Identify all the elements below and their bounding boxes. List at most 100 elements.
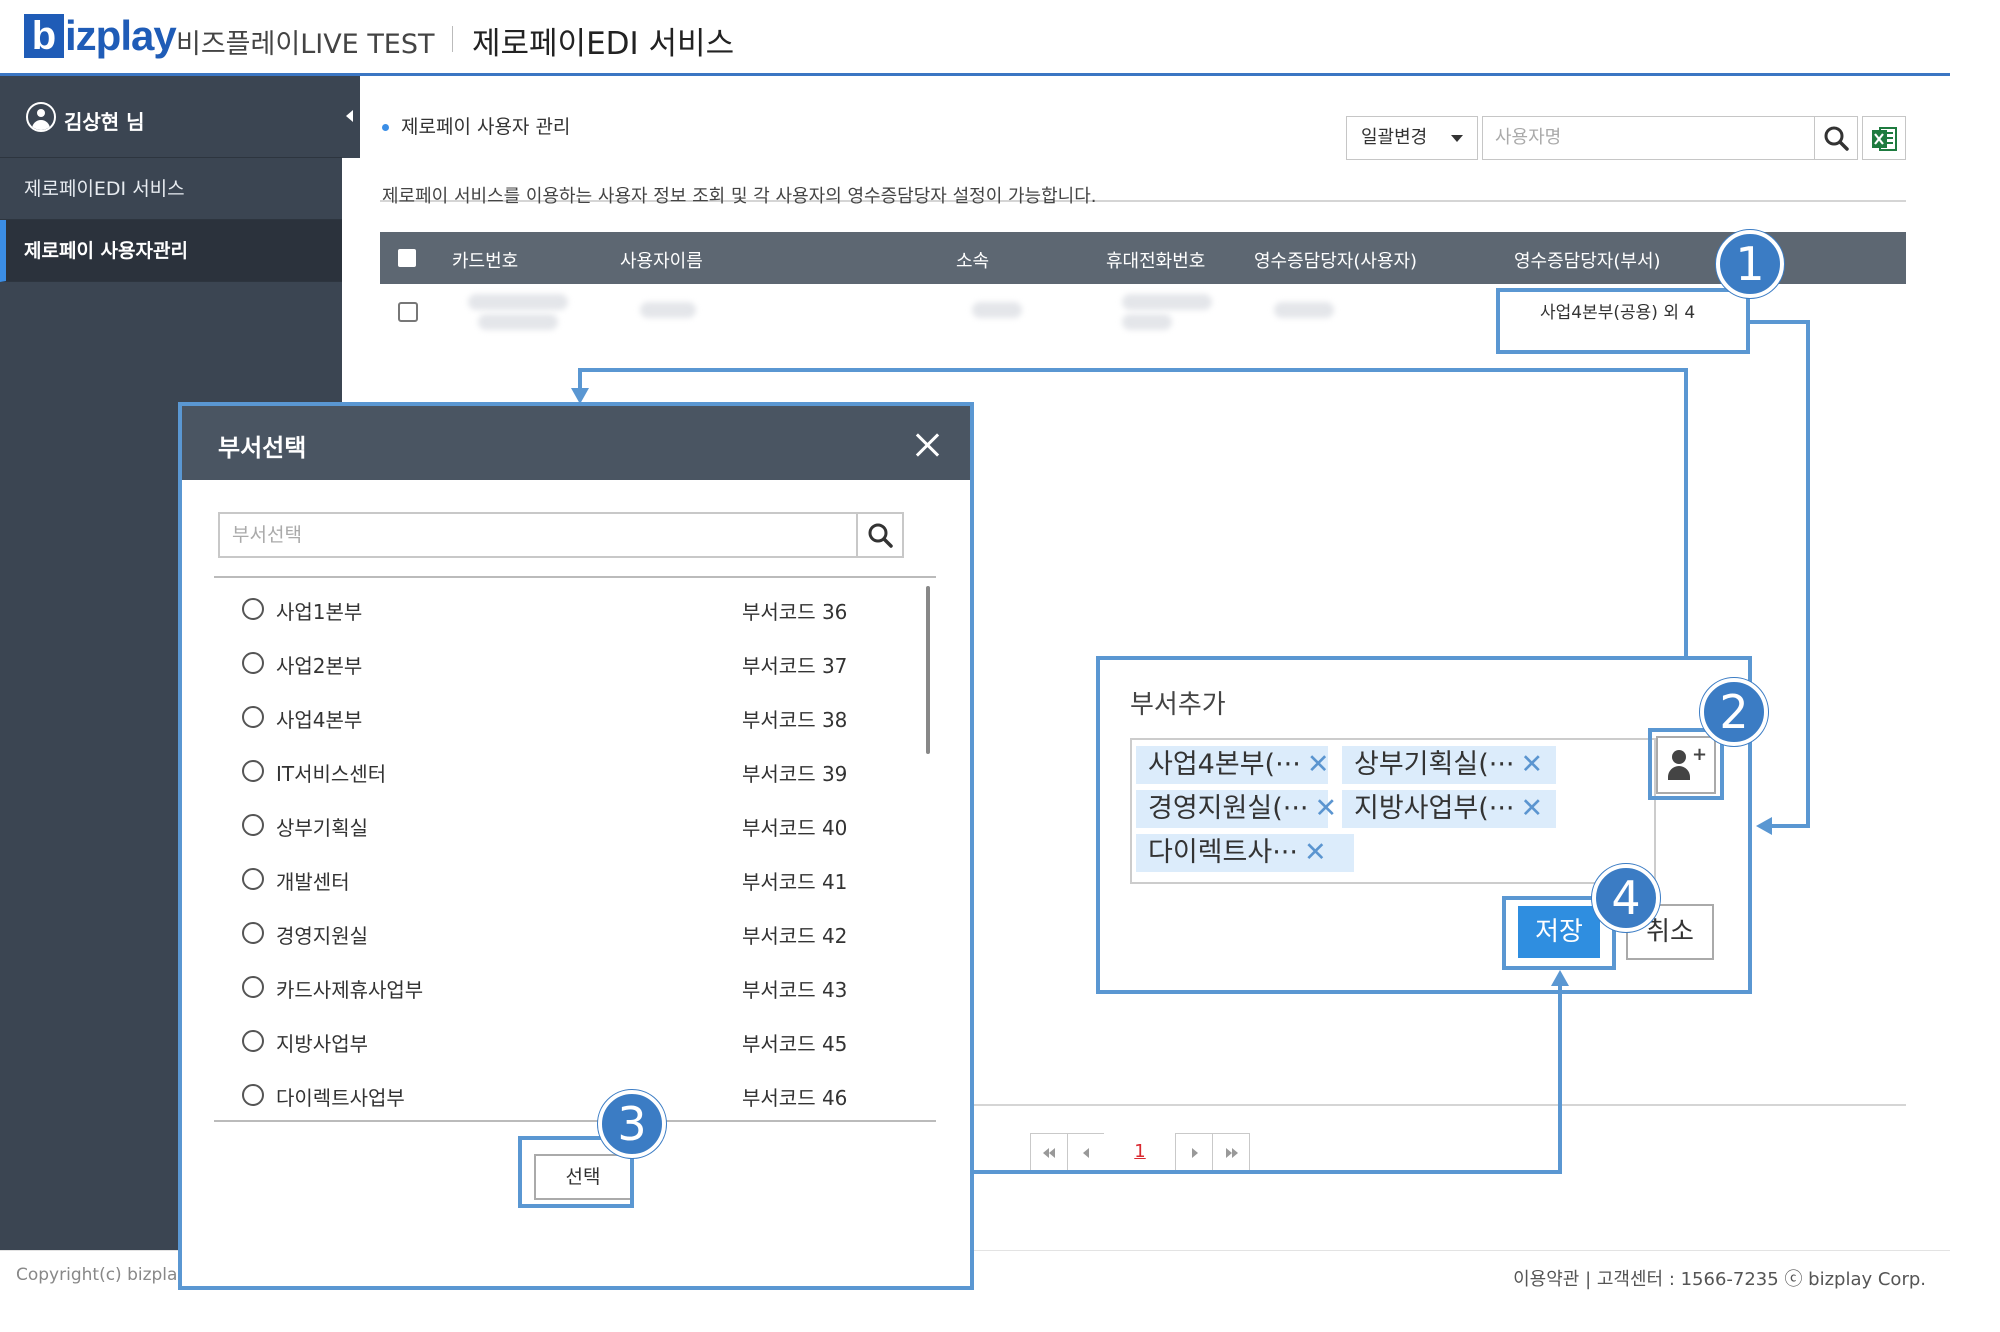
sidebar-item-user-management[interactable]: 제로페이 사용자관리 xyxy=(0,220,342,282)
connector xyxy=(1748,320,1810,324)
dept-list-item[interactable]: 지방사업부 부서코드 45 xyxy=(242,1026,882,1062)
step-badge-4: 4 xyxy=(1592,864,1660,932)
dept-list-item[interactable]: 경영지원실 부서코드 42 xyxy=(242,918,882,954)
dept-list-item[interactable]: 사업4본부 부서코드 38 xyxy=(242,702,882,738)
dept-code: 부서코드 45 xyxy=(742,1032,848,1056)
dept-name: 상부기획실 xyxy=(276,816,368,840)
double-chevron-right-icon xyxy=(1226,1148,1232,1158)
dept-chip-label: 경영지원실(··· xyxy=(1148,793,1309,824)
remove-icon[interactable]: ✕ xyxy=(1306,749,1330,780)
col-affiliation: 소속 xyxy=(956,251,990,272)
table-bottom-divider xyxy=(882,1104,1906,1106)
remove-icon[interactable]: ✕ xyxy=(1303,837,1327,868)
add-department-title: 부서추가 xyxy=(1130,690,1226,720)
dept-list-item[interactable]: 상부기획실 부서코드 40 xyxy=(242,810,882,846)
copyright-text: Copyright(c) bizplay xyxy=(16,1265,188,1285)
step-badge-2: 2 xyxy=(1700,678,1768,746)
connector xyxy=(1558,984,1562,1174)
dept-list-item[interactable]: 개발센터 부서코드 41 xyxy=(242,864,882,900)
sidebar-collapse-icon[interactable] xyxy=(342,76,360,158)
excel-download-button[interactable] xyxy=(1862,116,1906,160)
chevron-down-icon xyxy=(1451,135,1463,142)
logo-text: izplay xyxy=(65,12,177,59)
redacted-affiliation xyxy=(972,302,1022,318)
excel-icon xyxy=(1872,127,1897,151)
dept-code: 부서코드 46 xyxy=(742,1086,848,1110)
radio-button[interactable] xyxy=(242,652,264,674)
user-profile[interactable]: 김상현 님 xyxy=(0,76,342,158)
redacted-receipt-user xyxy=(1274,302,1334,318)
row-checkbox[interactable] xyxy=(398,302,418,322)
radio-button[interactable] xyxy=(242,868,264,890)
dept-code: 부서코드 39 xyxy=(742,762,848,786)
last-page-button[interactable] xyxy=(1212,1133,1250,1171)
search-button[interactable] xyxy=(1814,116,1858,160)
next-page-button[interactable] xyxy=(1175,1133,1213,1171)
select-button[interactable]: 선택 xyxy=(534,1154,632,1200)
prev-page-button[interactable] xyxy=(1067,1133,1105,1171)
dept-code: 부서코드 40 xyxy=(742,816,848,840)
dept-list-item[interactable]: IT서비스센터 부서코드 39 xyxy=(242,756,882,792)
user-search-input[interactable]: 사용자명 xyxy=(1482,116,1828,160)
list-divider xyxy=(214,1120,936,1122)
select-all-checkbox[interactable] xyxy=(398,249,416,267)
plus-icon: + xyxy=(1692,744,1708,765)
selected-departments: 사업4본부(···✕ 상부기획실(···✕ 경영지원실(···✕ 지방사업부(·… xyxy=(1130,738,1656,884)
remove-icon[interactable]: ✕ xyxy=(1314,793,1338,824)
radio-button[interactable] xyxy=(242,976,264,998)
col-user-name: 사용자이름 xyxy=(620,251,703,272)
dept-code: 부서코드 42 xyxy=(742,924,848,948)
radio-button[interactable] xyxy=(242,1030,264,1052)
dept-list-item[interactable]: 사업1본부 부서코드 36 xyxy=(242,594,882,630)
col-phone: 휴대전화번호 xyxy=(1106,251,1206,272)
dept-chip: 상부기획실(···✕ xyxy=(1342,746,1556,784)
radio-button[interactable] xyxy=(242,598,264,620)
dept-code: 부서코드 36 xyxy=(742,600,848,624)
search-icon xyxy=(868,523,893,548)
close-icon[interactable] xyxy=(914,432,940,458)
arrow-up-icon xyxy=(1551,970,1569,986)
arrow-left-icon xyxy=(1756,817,1772,835)
table-row[interactable]: 사업4본부(공용) 외 4 xyxy=(380,286,1906,340)
page-title-text: 제로페이 사용자 관리 xyxy=(401,116,571,138)
radio-button[interactable] xyxy=(242,922,264,944)
dept-code: 부서코드 41 xyxy=(742,870,848,894)
dept-name: 사업4본부 xyxy=(276,708,363,732)
department-search-button[interactable] xyxy=(856,512,904,558)
first-page-button[interactable] xyxy=(1030,1133,1068,1171)
footer-links[interactable]: 이용약관 | 고객센터 : 1566-7235 ⓒ bizplay Corp. xyxy=(1513,1269,1926,1290)
dept-code: 부서코드 43 xyxy=(742,978,848,1002)
scrollbar[interactable] xyxy=(926,586,930,754)
receipt-dept-value[interactable]: 사업4본부(공용) 외 4 xyxy=(1540,303,1696,323)
radio-button[interactable] xyxy=(242,760,264,782)
page-number-current[interactable]: 1 xyxy=(1104,1133,1176,1171)
dept-list-item[interactable]: 다이렉트사업부 부서코드 46 xyxy=(242,1080,882,1116)
radio-button[interactable] xyxy=(242,706,264,728)
connector xyxy=(1770,824,1810,828)
highlight-receipt-dept xyxy=(1496,288,1750,354)
remove-icon[interactable]: ✕ xyxy=(1520,749,1544,780)
step-badge-3: 3 xyxy=(598,1090,666,1158)
add-department-button[interactable]: + xyxy=(1656,736,1716,794)
department-search-input[interactable]: 부서선택 xyxy=(218,512,894,558)
highlight-add-button xyxy=(1648,728,1724,800)
dept-list-item[interactable]: 카드사제휴사업부 부서코드 43 xyxy=(242,972,882,1008)
step-badge-1: 1 xyxy=(1716,230,1784,298)
save-button[interactable]: 저장 xyxy=(1518,906,1600,958)
bullet-icon xyxy=(382,124,389,131)
bulk-change-select[interactable]: 일괄변경 xyxy=(1346,116,1478,160)
dept-chip: 지방사업부(···✕ xyxy=(1342,790,1556,828)
app-header: b izplay 비즈플레이LIVE TEST 제로페이EDI 서비스 xyxy=(0,0,1950,76)
bulk-change-label: 일괄변경 xyxy=(1361,127,1428,148)
radio-button[interactable] xyxy=(242,1084,264,1106)
cancel-button[interactable]: 취소 xyxy=(1626,904,1714,960)
remove-icon[interactable]: ✕ xyxy=(1520,793,1544,824)
brand-subtitle: 비즈플레이LIVE TEST xyxy=(176,29,435,60)
redacted-card-number xyxy=(468,294,568,310)
bizplay-logo[interactable]: b izplay xyxy=(24,12,177,59)
radio-button[interactable] xyxy=(242,814,264,836)
sidebar-item-zeropay-edi[interactable]: 제로페이EDI 서비스 xyxy=(0,158,342,220)
highlight-select-button xyxy=(518,1136,634,1208)
dept-chip-label: 상부기획실(··· xyxy=(1354,749,1515,780)
dept-list-item[interactable]: 사업2본부 부서코드 37 xyxy=(242,648,882,684)
